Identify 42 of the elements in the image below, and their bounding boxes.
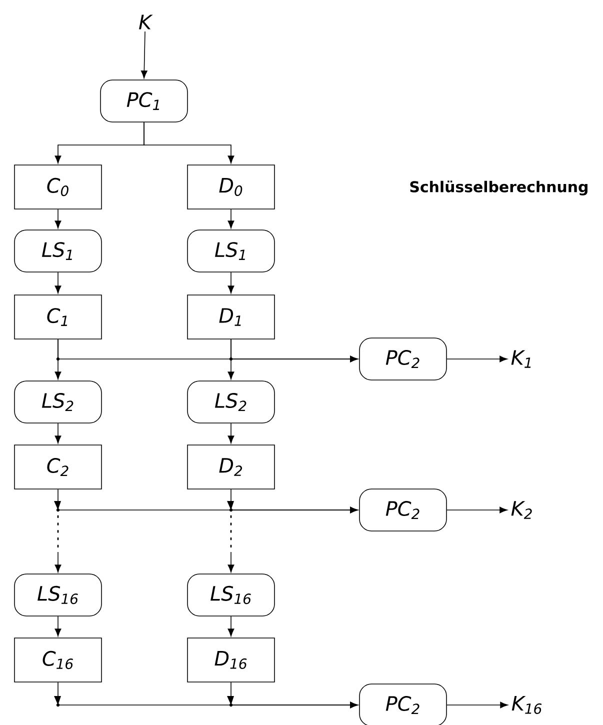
- arrow: [227, 489, 358, 514]
- arrow: [54, 552, 62, 572]
- subkey-label: K$_{16}$: [512, 696, 542, 714]
- permutation-box: PC$_{2}$: [359, 488, 447, 532]
- arrow: [144, 122, 234, 164]
- arrow: [446, 702, 508, 708]
- shift-box: LS$_{1}$: [14, 230, 102, 272]
- arrow: [140, 31, 148, 78]
- permutation-box: PC$_{1}$: [100, 80, 188, 122]
- register-box: C$_{1}$: [14, 294, 102, 340]
- register-box: D$_{16}$: [187, 638, 275, 682]
- arrow: [228, 423, 234, 444]
- arrow: [54, 272, 62, 294]
- shift-box: LS$_{16}$: [14, 574, 102, 616]
- arrow: [227, 682, 358, 708]
- arrow: [228, 272, 234, 294]
- arrow: [54, 339, 62, 380]
- key-label: K: [139, 14, 153, 30]
- arrow: [228, 552, 234, 572]
- arrow: [228, 616, 234, 636]
- shift-box: LS$_{16}$: [187, 574, 275, 616]
- arrow: [446, 356, 508, 362]
- register-box: C$_{16}$: [14, 638, 102, 682]
- register-box: D$_{1}$: [187, 294, 275, 340]
- arrow: [54, 616, 62, 636]
- arrow: [446, 506, 508, 514]
- shift-box: LS$_{2}$: [187, 380, 275, 424]
- subkey-label: K$_{2}$: [511, 501, 532, 519]
- arrow: [228, 339, 234, 380]
- arrow: [54, 209, 62, 228]
- shift-box: LS$_{1}$: [187, 230, 275, 272]
- subkey-label: K$_{1}$: [511, 350, 531, 368]
- register-box: D$_{0}$: [187, 164, 275, 210]
- shift-box: LS$_{2}$: [14, 380, 102, 424]
- arrow: [228, 209, 234, 228]
- permutation-box: PC$_{2}$: [359, 338, 447, 380]
- register-box: C$_{0}$: [14, 164, 102, 210]
- register-box: C$_{2}$: [14, 444, 102, 490]
- heading: Schlüsselberechnung: [410, 180, 588, 196]
- permutation-box: PC$_{2}$: [359, 684, 447, 725]
- arrow: [54, 423, 62, 444]
- register-box: D$_{2}$: [187, 444, 275, 490]
